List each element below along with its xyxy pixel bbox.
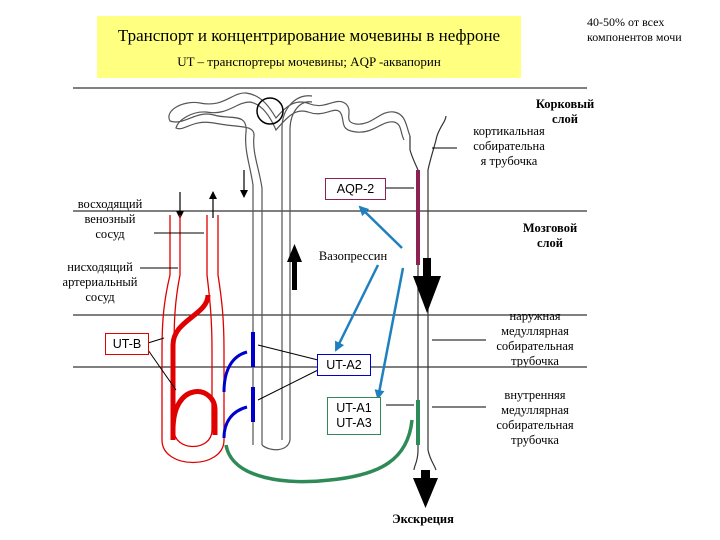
ut-a2-arc-upper: [222, 350, 248, 393]
uta1-label: UT-A1: [336, 401, 372, 415]
aqp2-box: AQP-2: [325, 178, 386, 200]
cortical-duct-line-2: собиратель­на: [473, 139, 545, 153]
outer-duct-line-4: трубочка: [511, 354, 559, 368]
vasopressin-arrows: [334, 205, 405, 400]
descending-vessel-line-3: сосуд: [85, 290, 115, 304]
vasa-recta-thin-inner: [173, 215, 213, 448]
cortex-label-line-2: слой: [551, 112, 578, 126]
excretion-arrow: [413, 470, 438, 508]
inner-duct-label: внутренняя медуллярная собирательная тру…: [480, 388, 590, 448]
urea-recycling-arc: [224, 419, 414, 484]
vasa-recta: [161, 215, 225, 464]
utb-box: UT-B: [105, 333, 149, 355]
ascending-vessel-line-2: венозный: [84, 212, 136, 226]
descending-vessel-label: нисходящий артериальный сосуд: [45, 260, 155, 305]
vasopressin-arrow-uta2: [334, 264, 380, 352]
cortical-duct-line-1: кортикальная: [473, 124, 545, 138]
thick-ascending-limb-inner: [281, 95, 313, 440]
duct-flow-arrow: [413, 258, 441, 313]
uta1-uta3-box: UT-A1 UT-A3: [327, 397, 381, 435]
descending-vessel-line-1: нисходящий: [67, 260, 133, 274]
ut-a2-transporters: [222, 332, 255, 439]
cortex-label-line-1: Корковый: [535, 97, 595, 111]
diagram-title: Транспорт и концентрирование мочевины в …: [117, 26, 501, 45]
vasopressin-arrow-uta1: [374, 267, 405, 400]
pointer-utb-lower: [147, 349, 177, 391]
cortical-duct-label: кортикальная собиратель­на я трубочка: [454, 124, 564, 169]
medulla-label-line-2: слой: [536, 236, 563, 250]
excretion-label: Экскреция: [392, 512, 454, 526]
pointer-utb-upper: [147, 337, 165, 344]
thick-ascending-limb-outer: [261, 101, 313, 451]
uta2-box: UT-A2: [317, 354, 371, 376]
vasa-recta-thin-outer: [161, 215, 225, 464]
inner-duct-line-4: трубочка: [511, 433, 559, 447]
nephron-tubule: [168, 92, 411, 451]
cortex-label: Корковый слой: [520, 97, 610, 127]
inner-duct-line-3: собирательная: [496, 418, 574, 432]
pointer-lines: [140, 147, 486, 408]
excretion-note: 40-50% от всех компонентов мочи: [587, 15, 682, 45]
medulla-label: Мозговой слой: [505, 221, 595, 251]
vasopressin-label: Вазопрессин: [318, 249, 388, 263]
flow-arrows: [176, 170, 302, 290]
pointer-uta2-upper: [257, 344, 319, 361]
pointer-uta2-lower: [257, 369, 319, 401]
ascending-vessel-label: восходящий венозный сосуд: [55, 197, 165, 242]
ascending-vessel-line-1: восходящий: [77, 197, 143, 211]
ascending-vessel-line-3: сосуд: [95, 227, 125, 241]
vasopressin-arrow-aqp2: [358, 205, 403, 249]
collecting-duct-right-wall: [427, 115, 447, 450]
ascending-limb-up-arrow: [287, 244, 302, 290]
vasa-recta-loop-lower: [170, 389, 218, 435]
descending-vessel-line-2: артериальный: [62, 275, 138, 289]
note-line-1: 40-50% от всех: [587, 15, 665, 29]
note-line-2: компонентов мочи: [587, 30, 682, 44]
diagram-subtitle: UT – транспортеры мочевины; AQP -аквапор…: [177, 54, 441, 69]
outer-duct-line-1: наружная: [509, 309, 561, 323]
uta3-label: UT-A3: [336, 416, 372, 430]
tubule-inner-wall: [175, 101, 405, 445]
collecting-duct-branch: [427, 449, 437, 471]
ut-a2-arc-lower: [222, 405, 248, 439]
inner-duct-line-2: медуллярная: [501, 403, 569, 417]
outer-duct-line-2: медуллярная: [501, 324, 569, 338]
outer-duct-line-3: собирательная: [496, 339, 574, 353]
title-banner: Транспорт и концентрирование мочевины в …: [97, 16, 521, 78]
glomerulus: [256, 97, 284, 125]
cortical-duct-line-3: я трубочка: [480, 154, 538, 168]
inner-duct-line-1: внутренняя: [504, 388, 566, 402]
vasa-recta-loop-upper: [170, 294, 211, 430]
outer-duct-label: наружная медуллярная собирательная трубо…: [480, 309, 590, 369]
medulla-label-line-1: Мозговой: [522, 221, 578, 235]
